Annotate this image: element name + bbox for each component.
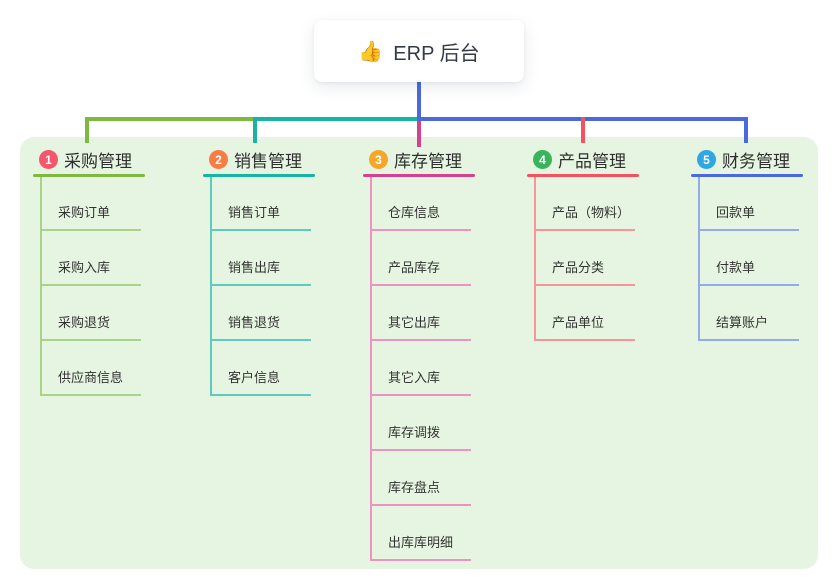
child-underline [534, 284, 635, 286]
child-underline [534, 339, 635, 341]
branch-title-label: 采购管理 [64, 152, 132, 171]
content-panel [20, 137, 818, 569]
child-underline [40, 339, 141, 341]
branch-drop-line [581, 117, 585, 143]
branch-drop-line [253, 117, 257, 143]
child-node[interactable]: 结算账户 [716, 315, 769, 330]
thumbs-up-icon: 👍 [358, 40, 384, 63]
child-node[interactable]: 销售退货 [228, 315, 281, 330]
child-node[interactable]: 出库库明细 [388, 535, 454, 550]
branch-node-1[interactable]: 1 采购管理 [39, 149, 132, 171]
child-underline [210, 339, 311, 341]
branch-drop-line [85, 117, 89, 143]
child-underline [370, 449, 471, 451]
child-underline [370, 284, 471, 286]
branch-node-2[interactable]: 2 销售管理 [209, 149, 302, 171]
branch-title-label: 库存管理 [394, 152, 462, 171]
branch-bus-line [253, 117, 417, 121]
child-node[interactable]: 客户信息 [228, 370, 281, 385]
child-node[interactable]: 采购退货 [58, 315, 111, 330]
branch-number-badge: 2 [209, 150, 228, 169]
branch-title-underline [363, 174, 475, 177]
branch-title-label: 产品管理 [558, 152, 626, 171]
child-underline [40, 394, 141, 396]
branch-spine-line [370, 177, 372, 561]
root-node[interactable]: 👍 ERP 后台 [314, 20, 524, 82]
branch-bus-line [85, 117, 253, 121]
branch-node-3[interactable]: 3 库存管理 [369, 149, 462, 171]
child-underline [370, 504, 471, 506]
child-underline [534, 229, 635, 231]
child-underline [40, 229, 141, 231]
child-node[interactable]: 采购订单 [58, 205, 111, 220]
child-node[interactable]: 库存盘点 [388, 480, 441, 495]
root-title: ERP 后台 [393, 42, 480, 65]
child-node[interactable]: 采购入库 [58, 260, 111, 275]
branch-title-underline [203, 174, 315, 177]
child-underline [370, 339, 471, 341]
branch-drop-line [744, 117, 748, 143]
branch-node-5[interactable]: 5 财务管理 [697, 149, 790, 171]
child-node[interactable]: 其它入库 [388, 370, 441, 385]
branch-spine-line [210, 177, 212, 396]
branch-title-underline [527, 174, 639, 177]
child-node[interactable]: 销售出库 [228, 260, 281, 275]
branch-number-badge: 4 [533, 150, 552, 169]
branch-drop-line [417, 121, 421, 147]
branch-spine-line [40, 177, 42, 396]
child-underline [698, 284, 799, 286]
child-node[interactable]: 付款单 [716, 260, 756, 275]
child-underline [370, 559, 471, 561]
child-underline [698, 339, 799, 341]
branch-number-badge: 3 [369, 150, 388, 169]
child-underline [370, 229, 471, 231]
child-node[interactable]: 产品单位 [552, 315, 605, 330]
branch-node-4[interactable]: 4 产品管理 [533, 149, 626, 171]
child-node[interactable]: 仓库信息 [388, 205, 441, 220]
child-underline [210, 284, 311, 286]
branch-title-underline [691, 174, 803, 177]
child-node[interactable]: 其它出库 [388, 315, 441, 330]
branch-title-label: 销售管理 [234, 152, 302, 171]
child-node[interactable]: 产品（物料） [552, 205, 631, 220]
branch-title-underline [33, 174, 145, 177]
child-node[interactable]: 回款单 [716, 205, 756, 220]
child-node[interactable]: 供应商信息 [58, 370, 124, 385]
child-underline [40, 284, 141, 286]
branch-number-badge: 5 [697, 150, 716, 169]
branch-number-badge: 1 [39, 150, 58, 169]
child-underline [210, 229, 311, 231]
child-node[interactable]: 销售订单 [228, 205, 281, 220]
child-underline [210, 394, 311, 396]
branch-spine-line [698, 177, 700, 341]
root-stem-line [417, 82, 421, 121]
child-node[interactable]: 产品分类 [552, 260, 605, 275]
child-underline [370, 394, 471, 396]
branch-title-label: 财务管理 [722, 152, 790, 171]
child-node[interactable]: 库存调拨 [388, 425, 441, 440]
branch-spine-line [534, 177, 536, 341]
child-node[interactable]: 产品库存 [388, 260, 441, 275]
child-underline [698, 229, 799, 231]
